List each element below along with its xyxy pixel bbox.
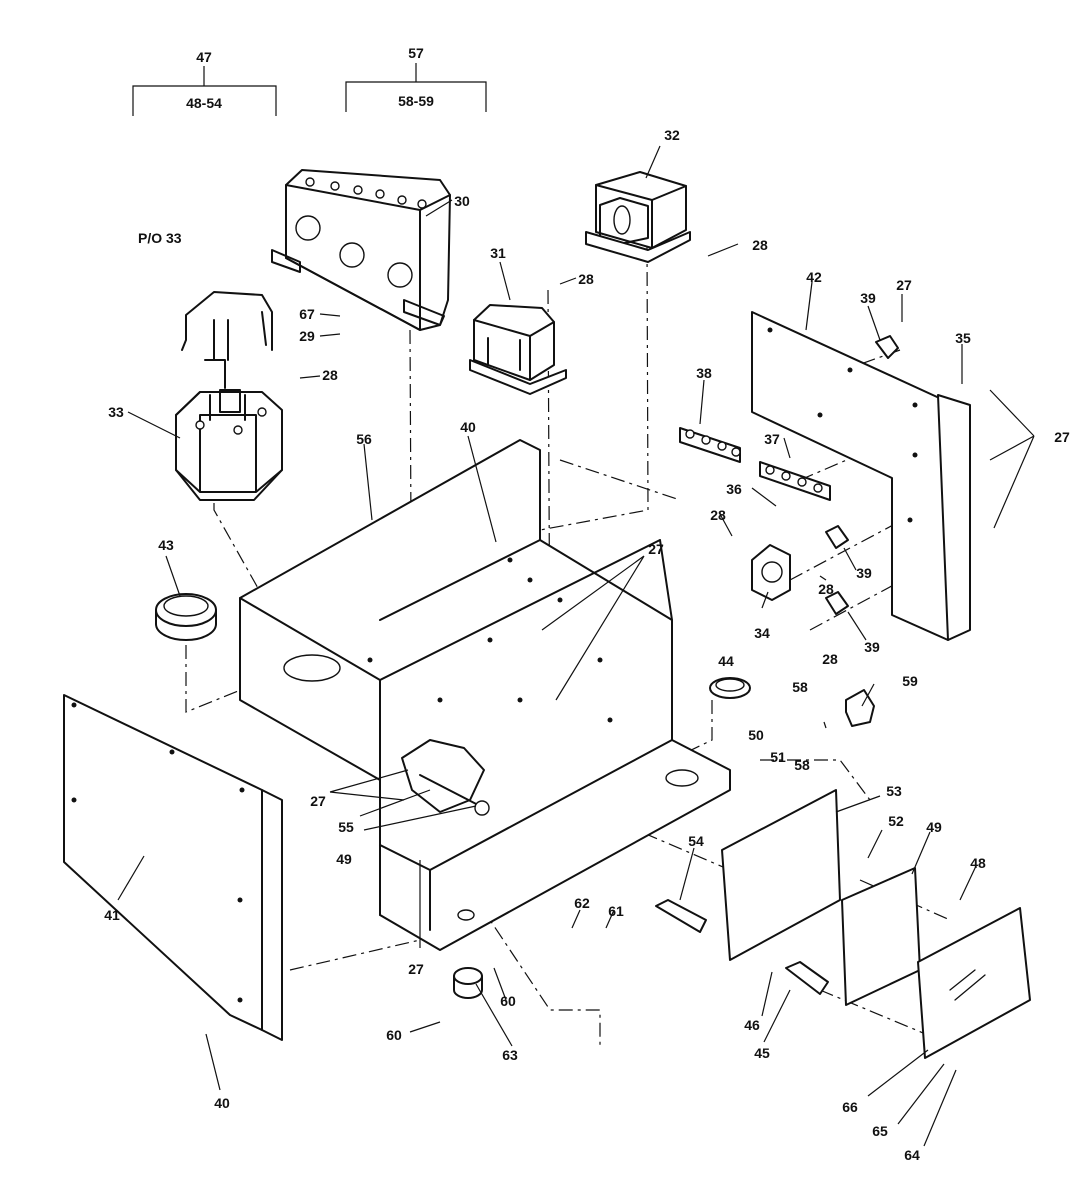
callout-39: 39 [856, 565, 872, 581]
callout-30: 30 [454, 193, 470, 209]
capacitor-block-30 [271, 169, 451, 331]
callout-66: 66 [842, 1099, 858, 1115]
callout-39: 39 [860, 290, 876, 306]
callout-35: 35 [955, 330, 971, 346]
callout-28: 28 [322, 367, 338, 383]
callout-40: 40 [214, 1095, 230, 1111]
callout-65: 65 [872, 1123, 888, 1139]
callout-labels: P/O 33 30 32 28 31 28 42 39 27 67 29 35 … [104, 127, 1070, 1163]
callout-37: 37 [764, 431, 780, 447]
transformer-32 [585, 171, 691, 263]
switch-34 [751, 544, 791, 601]
bracket-label-57: 57 [408, 45, 424, 61]
relay-33 [175, 291, 283, 501]
bracket-label-47: 47 [196, 49, 212, 65]
clamps-39 [825, 335, 899, 615]
callout-28: 28 [752, 237, 768, 253]
callout-44: 44 [718, 653, 734, 669]
callout-59: 59 [902, 673, 918, 689]
plate-49 [841, 867, 921, 1006]
callout-52: 52 [888, 813, 904, 829]
chassis-56 [239, 439, 731, 951]
callout-45: 45 [754, 1045, 770, 1061]
callout-42: 42 [806, 269, 822, 285]
callout-67: 67 [299, 306, 315, 322]
callout-55: 55 [338, 819, 354, 835]
leader-lines [117, 145, 1035, 1147]
callout-29: 29 [299, 328, 315, 344]
callout-64: 64 [904, 1147, 920, 1163]
callout-33: 33 [108, 404, 124, 420]
callout-28: 28 [822, 651, 838, 667]
callout-61: 61 [608, 903, 624, 919]
choke-31 [469, 304, 567, 395]
terminal-board-37 [759, 461, 831, 501]
strap-59 [845, 689, 875, 727]
callout-34: 34 [754, 625, 770, 641]
callout-32: 32 [664, 127, 680, 143]
callout-38: 38 [696, 365, 712, 381]
callout-po33: P/O 33 [138, 230, 182, 246]
callout-58: 58 [794, 757, 810, 773]
callout-49: 49 [336, 851, 352, 867]
callout-58: 58 [792, 679, 808, 695]
bracket-range-58-59: 58-59 [398, 93, 434, 109]
side-panel-41 [63, 694, 283, 1041]
callout-39: 39 [864, 639, 880, 655]
callout-28: 28 [578, 271, 594, 287]
grommet-43 [155, 593, 217, 641]
callout-48: 48 [970, 855, 986, 871]
callout-36: 36 [726, 481, 742, 497]
side-panel-42 [751, 311, 971, 641]
callout-27: 27 [408, 961, 424, 977]
bracket-55 [401, 739, 490, 816]
callout-51: 51 [770, 749, 786, 765]
callout-40: 40 [460, 419, 476, 435]
callout-46: 46 [744, 1017, 760, 1033]
callout-31: 31 [490, 245, 506, 261]
grommet-44 [709, 677, 751, 699]
standoff-45 [785, 961, 829, 995]
callout-63: 63 [502, 1047, 518, 1063]
callout-49: 49 [926, 819, 942, 835]
group-bracket-57: 57 58-59 [345, 45, 487, 112]
callout-56: 56 [356, 431, 372, 447]
callout-54: 54 [688, 833, 704, 849]
callout-62: 62 [574, 895, 590, 911]
standoff-54 [655, 899, 707, 933]
callout-27: 27 [896, 277, 912, 293]
terminal-board-38 [679, 427, 741, 463]
callout-27: 27 [1054, 429, 1070, 445]
callout-50: 50 [748, 727, 764, 743]
callout-27: 27 [648, 541, 664, 557]
cover-glass [917, 907, 1031, 1059]
callout-27: 27 [310, 793, 326, 809]
callout-60: 60 [386, 1027, 402, 1043]
bracket-range-48-54: 48-54 [186, 95, 222, 111]
group-bracket-47: 47 48-54 [132, 49, 277, 116]
callout-53: 53 [886, 783, 902, 799]
callout-43: 43 [158, 537, 174, 553]
plate-53 [721, 789, 841, 961]
callout-28: 28 [818, 581, 834, 597]
callout-28: 28 [710, 507, 726, 523]
callout-41: 41 [104, 907, 120, 923]
callout-60: 60 [500, 993, 516, 1009]
connector-cap-63 [453, 967, 483, 999]
